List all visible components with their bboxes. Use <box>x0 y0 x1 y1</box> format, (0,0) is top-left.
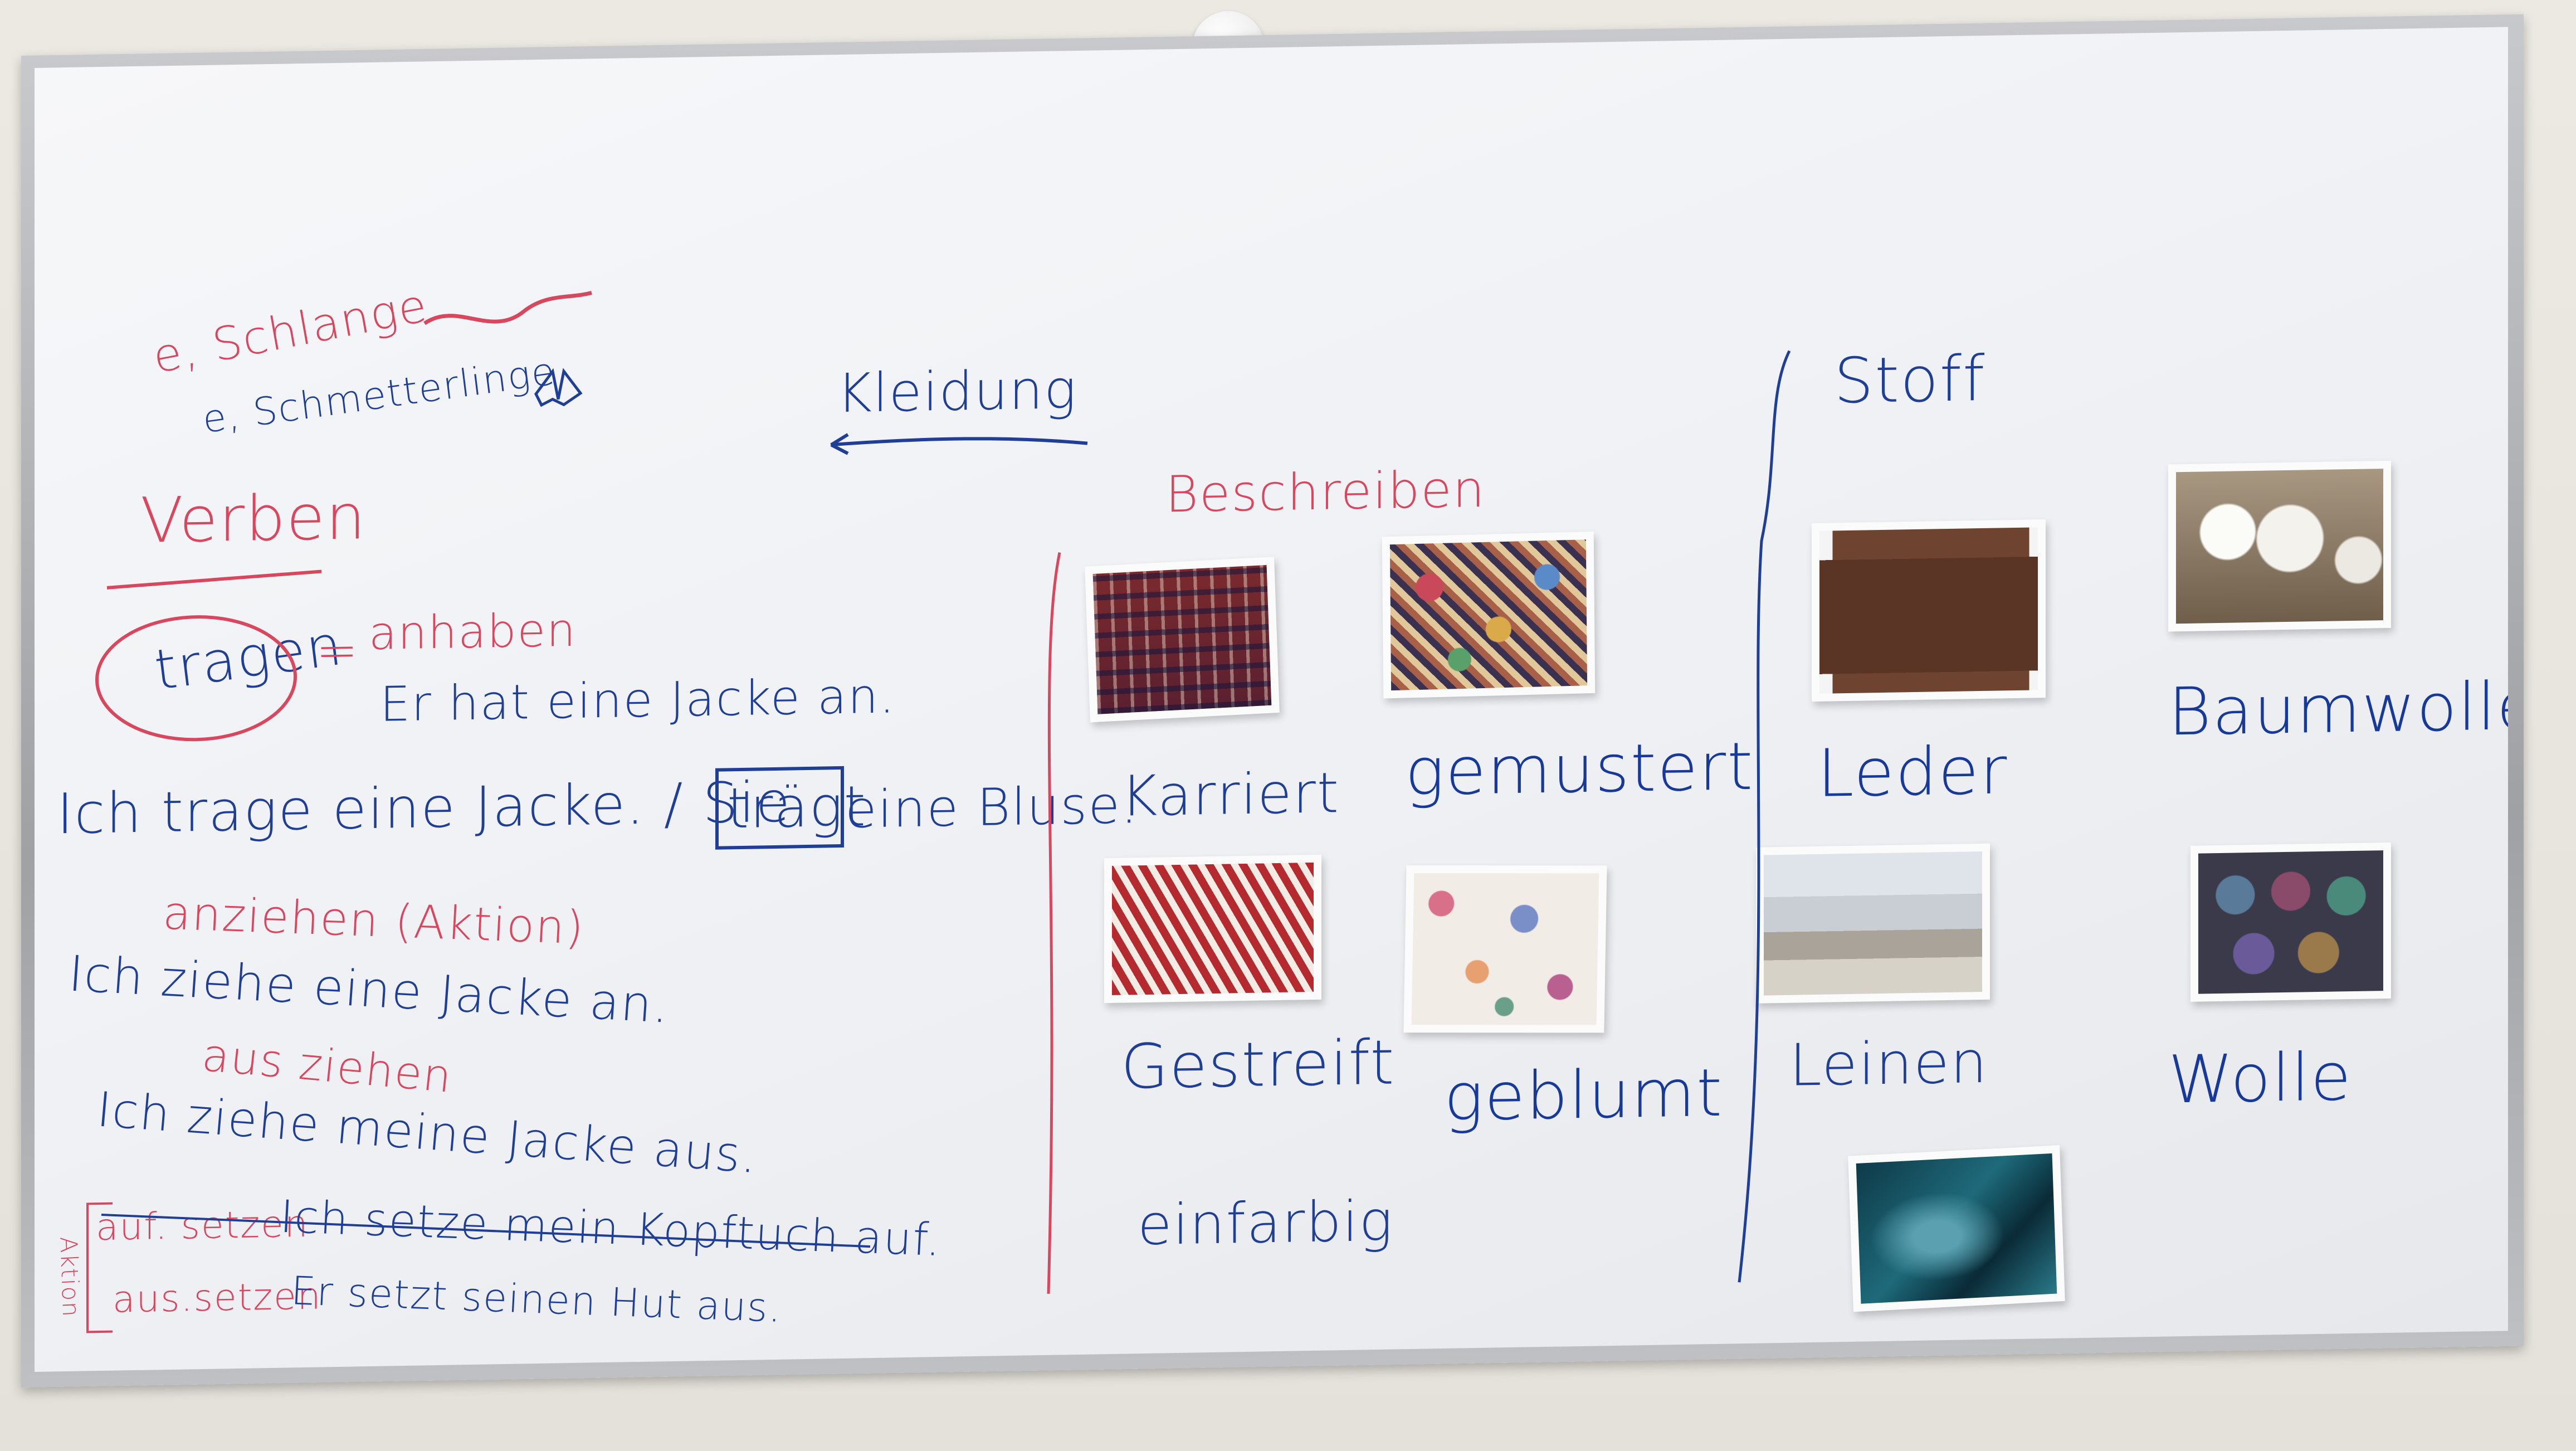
verben-underline <box>106 569 322 590</box>
tragen-circle <box>95 615 297 742</box>
marker-strokes <box>86 291 1791 1333</box>
long-underline <box>101 1214 871 1248</box>
whiteboard: e, Schlange e, Schmetterlinge Verben tra… <box>35 27 2508 1372</box>
beschreiben-bracket <box>1047 552 1061 1294</box>
verb-bracket <box>86 1202 113 1333</box>
snake-doodle <box>423 291 592 325</box>
kleidung-arrow <box>830 433 1088 455</box>
stoff-bracket <box>1738 350 1791 1283</box>
butterfly-doodle <box>534 368 583 407</box>
traegt-box <box>715 766 844 850</box>
